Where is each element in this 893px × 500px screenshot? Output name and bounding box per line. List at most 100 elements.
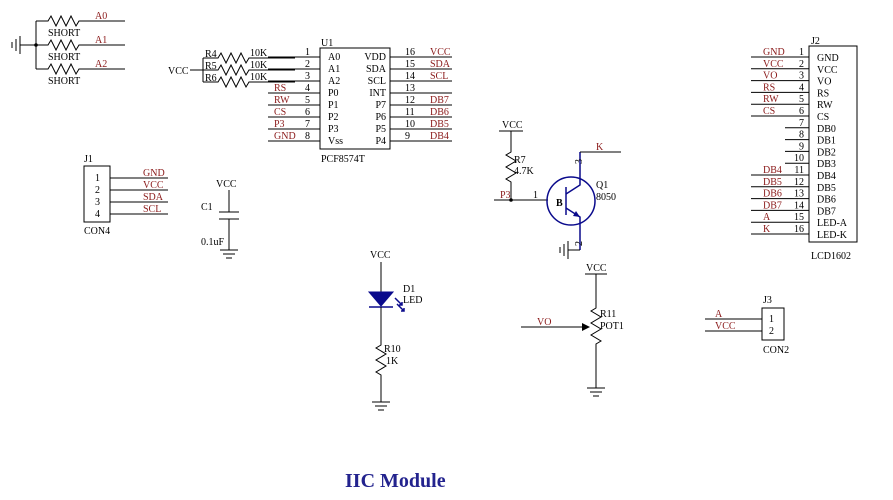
j2-pin-number: 13 [794, 189, 804, 200]
jumper-label: SHORT [48, 28, 80, 39]
u1-pin-name: P5 [375, 124, 386, 135]
u1-pin-number: 9 [405, 131, 410, 142]
u1-pin-number: 14 [405, 71, 415, 82]
j2-pin-name: DB7 [817, 206, 836, 217]
c1-ref: C1 [201, 202, 213, 213]
j1-pin-number: 2 [95, 185, 100, 196]
q1-base-letter: B [556, 198, 563, 209]
j2-net-label: CS [763, 106, 775, 117]
j2-pin-number: 1 [799, 47, 804, 58]
j3-net-label: A [715, 309, 723, 320]
transistor-q1: VCC R7 4.7K P3 1 B K 3 2 Q1 8050 [494, 120, 621, 259]
u1-pin-number: 13 [405, 83, 415, 94]
q1-collector-net: K [596, 142, 604, 153]
j3-net-label: VCC [715, 321, 736, 332]
r5-value: 10K [250, 60, 268, 71]
j2-pin-name: VO [817, 77, 831, 88]
j2-pin-name: RW [817, 100, 833, 111]
j2-net-label: A [763, 212, 771, 223]
j2-net-label: K [763, 224, 771, 235]
u1-pin-name: P4 [375, 136, 386, 147]
u1-ref: U1 [321, 38, 333, 49]
q1-emitter-pin: 2 [574, 241, 585, 246]
j2-pin-name: CS [817, 112, 829, 123]
u1-pin-number: 1 [305, 47, 310, 58]
q1-part: 8050 [596, 192, 616, 203]
j1-net-label: GND [143, 168, 165, 179]
u1-net-label: SDA [430, 59, 451, 70]
u1-net-label: P3 [274, 119, 285, 130]
j2-pin-number: 2 [799, 59, 804, 70]
u1-pin-number: 8 [305, 131, 310, 142]
c1-net: VCC [216, 179, 237, 190]
connector-j2-lcd: J2 LCD1602 1GNDGND2VCCVCC3VOVO4RSRS5RWRW… [751, 36, 858, 262]
q1-ref: Q1 [596, 180, 608, 191]
j2-pin-name: DB0 [817, 124, 836, 135]
net-label-a1: A1 [95, 35, 107, 46]
capacitor-c1: VCC C1 0.1uF [201, 179, 239, 259]
r11-part: POT1 [600, 321, 624, 332]
j2-net-label: RS [763, 82, 775, 93]
j3-part: CON2 [763, 345, 789, 356]
net-label-a0: A0 [95, 11, 107, 22]
j1-pin-number: 3 [95, 197, 100, 208]
led-d1: VCC D1 LED R10 1K [367, 250, 422, 411]
u1-net-label: DB7 [430, 95, 449, 106]
u1-pin-number: 12 [405, 95, 415, 106]
j2-pin-number: 7 [799, 118, 804, 129]
net-label-a2: A2 [95, 59, 107, 70]
u1-pin-name: Vss [328, 136, 343, 147]
u1-pin-name: SDA [366, 64, 387, 75]
r7-net: VCC [502, 120, 523, 131]
j1-pin-number: 1 [95, 173, 100, 184]
j1-net-label: SDA [143, 192, 164, 203]
u1-pin-name: P1 [328, 100, 339, 111]
r10-ref: R10 [384, 344, 401, 355]
j2-pin-number: 9 [799, 141, 804, 152]
j2-pin-number: 4 [799, 82, 804, 93]
r7-value: 4.7K [514, 166, 535, 177]
vcc-label: VCC [168, 66, 189, 77]
q1-collector-pin: 3 [574, 159, 585, 164]
u1-net-label: CS [274, 107, 286, 118]
j3-ref: J3 [763, 295, 772, 306]
c1-value: 0.1uF [201, 237, 225, 248]
j2-net-label: DB6 [763, 189, 782, 200]
j2-net-label: GND [763, 47, 785, 58]
u1-pin-name: A2 [328, 76, 340, 87]
j2-pin-name: DB5 [817, 183, 836, 194]
u1-pin-number: 3 [305, 71, 310, 82]
r4-ref: R4 [205, 49, 217, 60]
j2-pin-number: 14 [794, 200, 804, 211]
u1-pin-name: P6 [375, 112, 386, 123]
j2-pin-name: DB1 [817, 136, 836, 147]
jumper-label: SHORT [48, 52, 80, 63]
u1-pin-name: P7 [375, 100, 386, 111]
u1-pin-number: 5 [305, 95, 310, 106]
j2-part: LCD1602 [811, 251, 851, 262]
u1-pin-number: 15 [405, 59, 415, 70]
j2-net-label: VCC [763, 59, 784, 70]
jumper-label: SHORT [48, 76, 80, 87]
u1-net-label: VCC [430, 47, 451, 58]
r11-net: VCC [586, 263, 607, 274]
u1-pin-name: VDD [364, 52, 386, 63]
u1-net-label: DB4 [430, 131, 449, 142]
u1-pin-number: 16 [405, 47, 415, 58]
j2-pin-name: VCC [817, 65, 838, 76]
q1-base-pin: 1 [533, 190, 538, 201]
u1-pin-name: SCL [368, 76, 386, 87]
j2-pin-number: 5 [799, 94, 804, 105]
address-jumpers: SHORT SHORT SHORT A0 A1 A2 [11, 11, 125, 87]
u1-net-label: RW [274, 95, 290, 106]
potentiometer-r11: VCC R11 POT1 VO [521, 263, 624, 397]
u1-pin-name: A0 [328, 52, 340, 63]
u1-net-label: DB6 [430, 107, 449, 118]
u1-pin-name: P3 [328, 124, 339, 135]
r7-ref: R7 [514, 155, 526, 166]
u1-pin-number: 10 [405, 119, 415, 130]
j2-pin-number: 15 [794, 212, 804, 223]
